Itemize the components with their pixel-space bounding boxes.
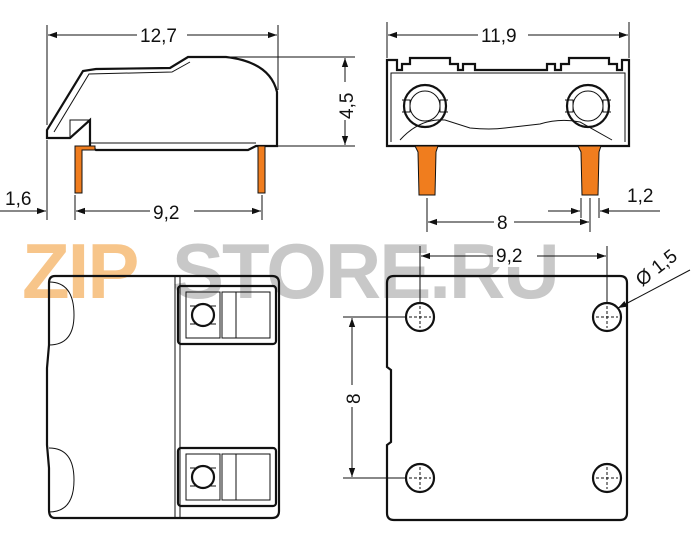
top-view-housing [45,274,281,520]
side-view-pin-left [74,145,96,194]
dim-side-pin-offset: 1,6 [5,189,31,210]
footprint-hole-bottom-right [591,462,623,494]
front-view-clamp-left [402,83,448,129]
side-view-hook [69,119,90,138]
front-view-pin-right [577,145,602,196]
front-view: 11,9 8 1,2 [385,22,660,234]
dim-line-hole-diameter [617,269,691,309]
dim-side-pin-span: 9,2 [153,203,179,224]
dim-side-length: 12,7 [140,26,177,47]
front-view-clamp-right [565,83,611,129]
front-view-inner-outline [390,72,626,142]
side-view-inner-edge [53,61,191,133]
footprint-hole-top-left [404,301,436,333]
watermark-text-right: STORE.RU [172,227,558,315]
footprint-outline [385,274,629,522]
watermark: ZIP STORE.RU [22,227,560,315]
watermark-text-left: ZIP [22,227,137,315]
top-view [45,274,281,520]
footprint-hole-top-right [591,301,623,333]
side-view-housing [45,55,279,152]
dim-front-width: 11,9 [481,26,517,47]
side-view: 12,7 4,5 1,6 9,2 [0,22,358,224]
side-view-pin-right [257,145,266,194]
dim-side-height: 4,5 [337,93,358,119]
dim-hole-diameter: Ø 1,5 [632,246,682,291]
top-view-clamp-upper [176,284,278,346]
front-view-pin-left [414,145,439,196]
top-view-clamp-lower [176,446,278,508]
dim-footprint-span-y: 8 [344,393,365,404]
front-view-housing [385,56,631,148]
dim-footprint-span-x: 9,2 [496,246,522,267]
dim-front-pin-width: 1,2 [627,186,653,207]
top-view-left-bump-top [48,281,75,346]
footprint-hole-bottom-left [404,462,436,494]
dim-front-pin-pitch: 8 [497,213,508,234]
top-view-left-bump-bottom [48,447,75,513]
